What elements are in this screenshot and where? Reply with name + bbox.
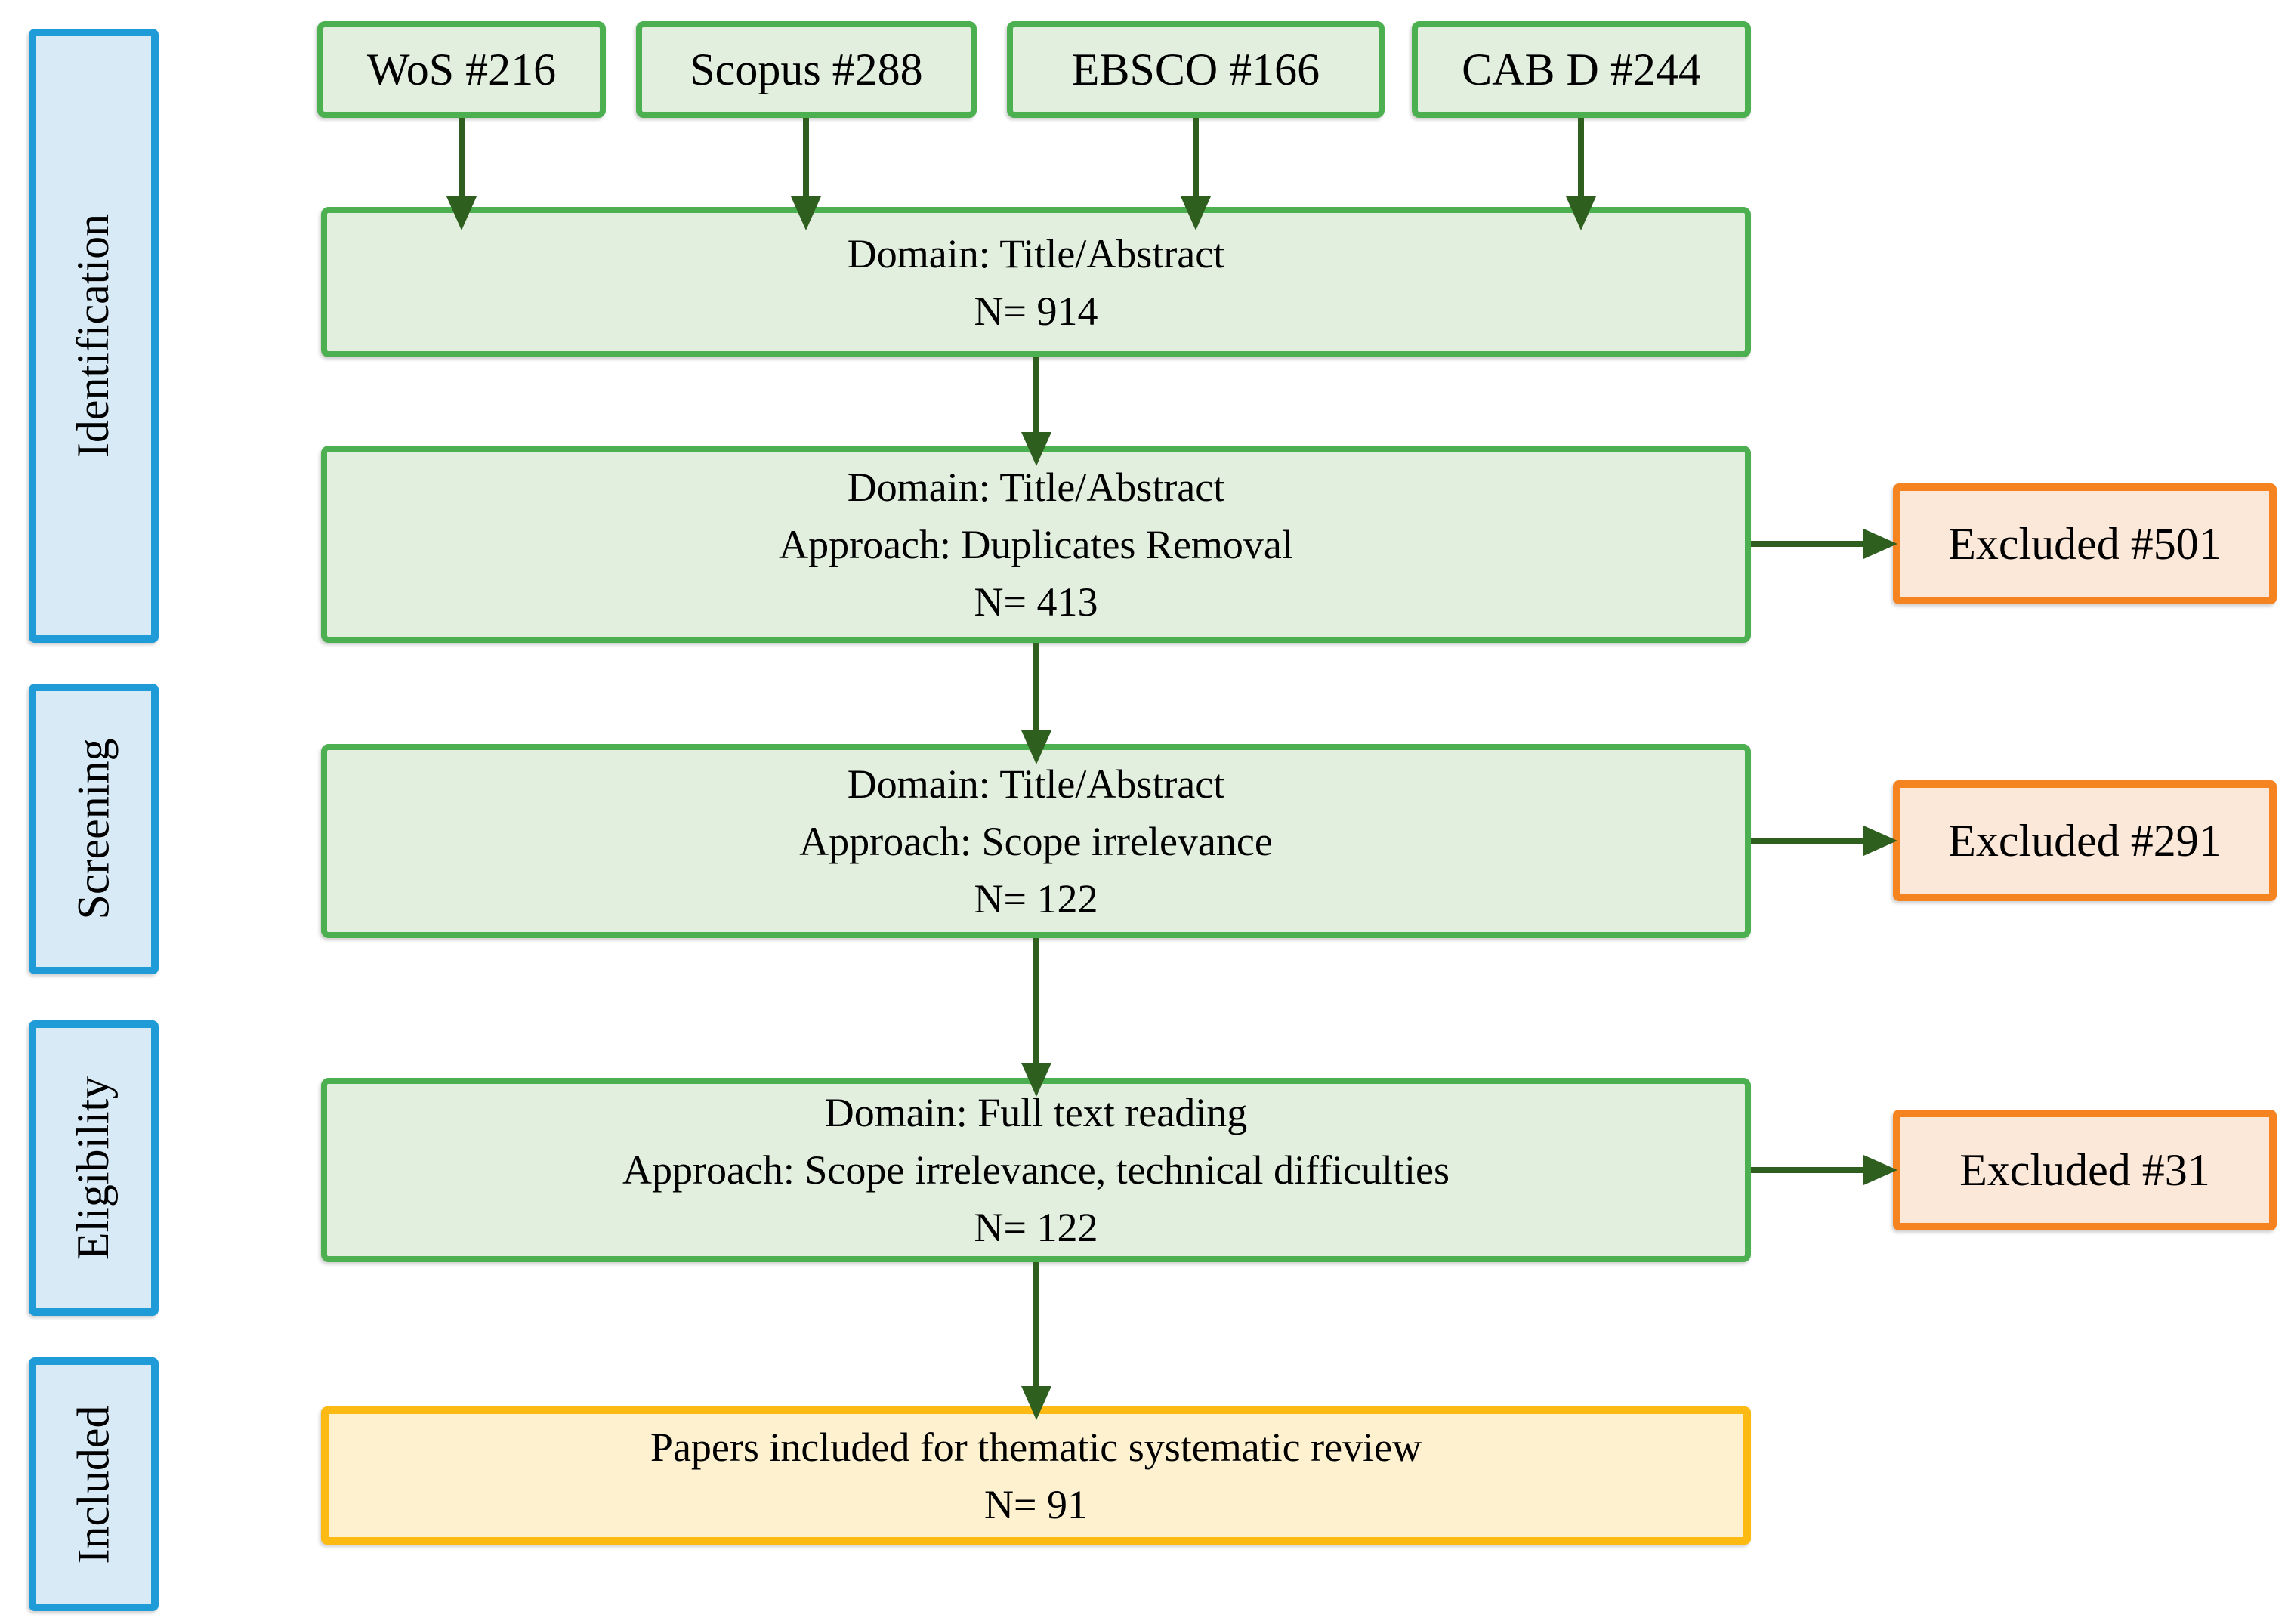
sidebar-stage-screening: Screening	[29, 684, 159, 974]
sidebar-stage-identification: Identification	[29, 29, 159, 643]
stage-count: N= 413	[974, 579, 1098, 625]
sidebar-stage-label: Included	[68, 1405, 119, 1564]
excluded-box-31: Excluded #31	[1893, 1110, 2277, 1230]
arrow-fulltext-to-included	[1021, 1262, 1051, 1420]
source-box-cabd: CAB D #244	[1412, 21, 1751, 118]
source-label: WoS #216	[366, 45, 557, 94]
source-label: EBSCO #166	[1071, 45, 1320, 94]
stage-count: N= 914	[974, 288, 1098, 334]
included-box: Papers included for thematic systematic …	[321, 1406, 1751, 1545]
included-count: N= 91	[984, 1481, 1088, 1527]
excluded-box-501: Excluded #501	[1893, 483, 2277, 604]
stage-approach: Approach: Duplicates Removal	[779, 521, 1293, 567]
stage-domain: Domain: Title/Abstract	[847, 230, 1225, 276]
sidebar-stage-label: Screening	[68, 738, 119, 920]
stage-domain: Domain: Title/Abstract	[847, 761, 1225, 807]
stage-domain: Domain: Title/Abstract	[847, 464, 1225, 510]
source-label: Scopus #288	[690, 45, 923, 94]
arrow-duplicates-to-excluded-501	[1751, 529, 1897, 559]
excluded-box-291: Excluded #291	[1893, 780, 2277, 901]
stage-count: N= 122	[974, 1205, 1098, 1250]
sidebar-stage-label: Eligibility	[68, 1076, 119, 1261]
stage-approach: Approach: Scope irrelevance	[799, 818, 1273, 864]
included-title: Papers included for thematic systematic …	[650, 1424, 1422, 1470]
arrow-screening-to-excluded-291	[1751, 826, 1897, 856]
source-box-ebsco: EBSCO #166	[1007, 21, 1385, 118]
sidebar-stage-eligibility: Eligibility	[29, 1020, 159, 1316]
sidebar-stage-included: Included	[29, 1357, 159, 1611]
stage-box-duplicates-removal: Domain: Title/Abstract Approach: Duplica…	[321, 446, 1751, 643]
arrow-fulltext-to-excluded-31	[1751, 1155, 1897, 1185]
arrow-screening-to-fulltext	[1021, 938, 1051, 1097]
source-box-scopus: Scopus #288	[636, 21, 977, 118]
source-label: CAB D #244	[1462, 45, 1701, 94]
stage-approach: Approach: Scope irrelevance, technical d…	[622, 1147, 1450, 1193]
source-box-wos: WoS #216	[317, 21, 606, 118]
stage-domain: Domain: Full text reading	[824, 1090, 1248, 1135]
excluded-label: Excluded #31	[1959, 1144, 2210, 1195]
stage-box-full-text: Domain: Full text reading Approach: Scop…	[321, 1078, 1751, 1262]
stage-box-identification-pool: Domain: Title/Abstract N= 914	[321, 207, 1751, 357]
excluded-label: Excluded #291	[1948, 815, 2222, 866]
stage-box-scope-screening: Domain: Title/Abstract Approach: Scope i…	[321, 744, 1751, 938]
sidebar-stage-label: Identification	[68, 213, 119, 458]
excluded-label: Excluded #501	[1948, 518, 2222, 569]
stage-count: N= 122	[974, 875, 1098, 922]
